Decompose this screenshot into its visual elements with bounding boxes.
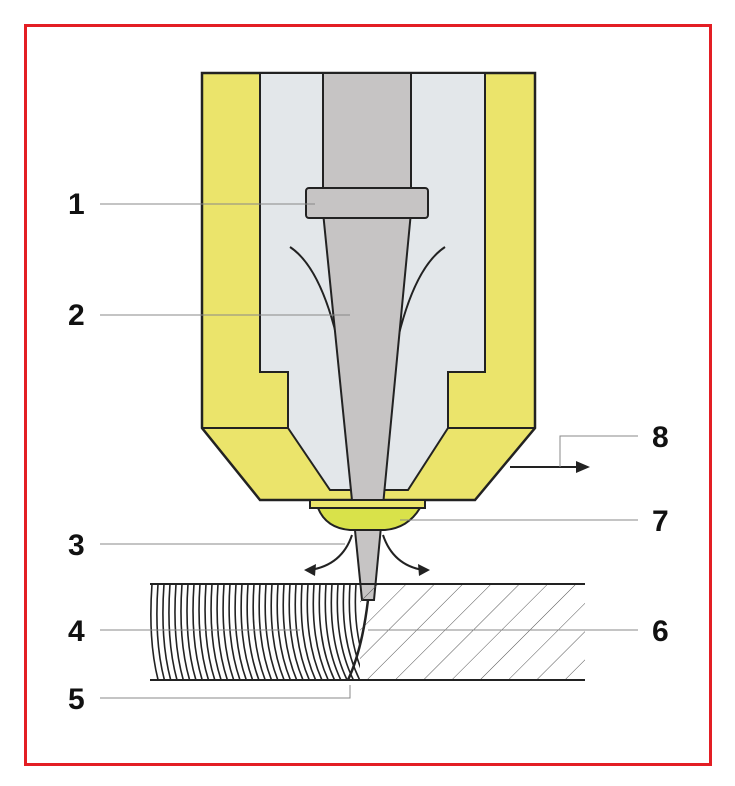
leader-line-5	[100, 685, 351, 699]
striation-line	[300, 584, 317, 680]
focusing-lens	[305, 187, 429, 219]
striation-line	[318, 584, 336, 680]
striation-line	[228, 584, 241, 680]
striation-line	[198, 584, 210, 680]
striation-line	[150, 584, 159, 680]
striation-line	[162, 584, 172, 680]
arrow-head	[304, 564, 316, 576]
striation-line	[216, 584, 229, 680]
callout-7: 7	[652, 505, 669, 538]
striation-line	[222, 584, 235, 680]
striation-line	[156, 584, 166, 680]
striation-line	[336, 584, 355, 680]
leader-line-8	[559, 435, 638, 467]
striation-line	[240, 584, 254, 680]
striation-line	[246, 584, 260, 680]
striation-line	[204, 584, 216, 680]
arrow-head	[576, 461, 590, 473]
gas-outflow-arrow-right	[382, 534, 424, 571]
striation-line	[264, 584, 279, 680]
striation-line	[354, 584, 360, 649]
striation-line	[168, 584, 178, 680]
striation-line	[348, 584, 360, 669]
beam-column	[322, 72, 412, 194]
nozzle-tip	[309, 499, 426, 509]
callout-4: 4	[68, 615, 85, 648]
striation-line	[312, 584, 329, 680]
striation-line	[324, 584, 342, 680]
striation-line	[270, 584, 285, 680]
striation-line	[252, 584, 266, 680]
striation-line	[294, 584, 311, 680]
striation-line	[282, 584, 298, 680]
cut-surface-striations	[150, 584, 360, 680]
striation-line	[276, 584, 292, 680]
callout-3: 3	[68, 529, 85, 562]
striation-line	[234, 584, 248, 680]
striation-line	[174, 584, 185, 680]
gas-outflow-arrow-left	[309, 534, 353, 571]
callout-5: 5	[68, 683, 85, 716]
melt-front	[346, 599, 370, 681]
striation-line	[180, 584, 191, 680]
striation-line	[258, 584, 273, 680]
striation-line	[306, 584, 323, 680]
striation-line	[210, 584, 222, 680]
leader-lines	[100, 203, 638, 699]
arrow-head	[418, 564, 430, 576]
striation-line	[186, 584, 197, 680]
callout-6: 6	[652, 615, 669, 648]
striation-line	[330, 584, 348, 680]
callout-8: 8	[652, 421, 669, 454]
callout-2: 2	[68, 299, 85, 332]
callout-1: 1	[68, 188, 85, 221]
workpiece-uncut	[360, 584, 585, 680]
striation-line	[192, 584, 203, 680]
gas-ring	[316, 507, 422, 531]
striation-line	[342, 584, 360, 680]
striation-line	[288, 584, 304, 680]
